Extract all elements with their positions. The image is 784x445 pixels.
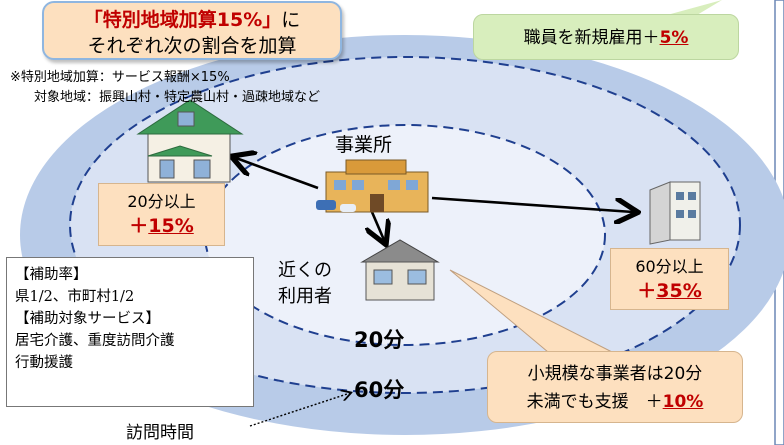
title-line2: それぞれ次の割合を加算 (87, 35, 297, 57)
small-biz-line1: 小規模な事業者は20分 (527, 364, 703, 384)
arrow-to-building-right (431, 196, 633, 212)
office-building-icon (316, 159, 429, 213)
note-line2: 対象地域：振興山村・特定農山村・過疎地域など (34, 90, 321, 105)
box-60min-value: ＋35% (611, 279, 728, 303)
subsidy-services-heading: 【補助対象サービス】 (15, 311, 160, 327)
box-60min-label: 60分以上 (635, 257, 704, 276)
ring-60-label: 60分 (354, 378, 405, 402)
near-user-label: 近くの 利用者 (278, 258, 332, 310)
visit-time-arrow (249, 393, 350, 427)
subsidy-services-2: 行動援護 (15, 355, 73, 371)
small-biz-line2: 未満でも支援 ＋10% (488, 388, 742, 416)
title-suffix: に (281, 9, 301, 31)
subsidy-rate-heading: 【補助率】 (15, 267, 88, 283)
box-20min: 20分以上 ＋15% (98, 183, 225, 246)
box-20min-label: 20分以上 (127, 192, 196, 211)
visit-time-label: 訪問時間 (126, 423, 194, 443)
near-user-house-icon (360, 239, 440, 301)
arrow-to-house-left (236, 158, 319, 190)
hire-text: 職員を新規雇用＋ (523, 28, 660, 48)
small-biz-prefix: 未満でも支援 ＋ (526, 392, 663, 412)
small-biz-pct: 10% (662, 392, 704, 412)
office-label: 事業所 (335, 134, 393, 156)
ring-20-label: 20分 (354, 328, 405, 352)
near-user-line1: 近くの (278, 260, 332, 281)
title-quoted: 「特別地域加算15%」 (83, 9, 282, 31)
box-60min-pct: 35% (656, 280, 702, 302)
note-line1: ※特別地域加算：サービス報酬×15% (10, 70, 230, 85)
small-business-box: 小規模な事業者は20分 未満でも支援 ＋10% (487, 351, 743, 423)
box-20min-plus: ＋ (129, 215, 149, 237)
box-20min-value: ＋15% (99, 214, 224, 238)
title-line1: 「特別地域加算15%」に (44, 7, 340, 33)
near-user-line2: 利用者 (278, 286, 332, 307)
arrow-to-near-user (372, 211, 384, 240)
hire-pct: 5% (659, 28, 689, 48)
special-area-note: ※特別地域加算：サービス報酬×15% 対象地域：振興山村・特定農山村・過疎地域な… (10, 68, 320, 108)
hire-box: 職員を新規雇用＋5% (473, 14, 739, 60)
ring-20 (204, 124, 606, 346)
subsidy-services-1: 居宅介護、重度訪問介護 (15, 333, 175, 349)
house-left-icon (136, 99, 244, 183)
apartment-building-icon (649, 181, 701, 245)
subsidy-rate-value: 県1/2、市町村1/2 (15, 289, 135, 305)
box-60min: 60分以上 ＋35% (610, 248, 729, 310)
box-60min-plus: ＋ (637, 280, 657, 302)
title-box: 「特別地域加算15%」に それぞれ次の割合を加算 (42, 1, 342, 60)
box-20min-pct: 15% (148, 215, 194, 237)
subsidy-box: 【補助率】 県1/2、市町村1/2 【補助対象サービス】 居宅介護、重度訪問介護… (6, 257, 254, 407)
